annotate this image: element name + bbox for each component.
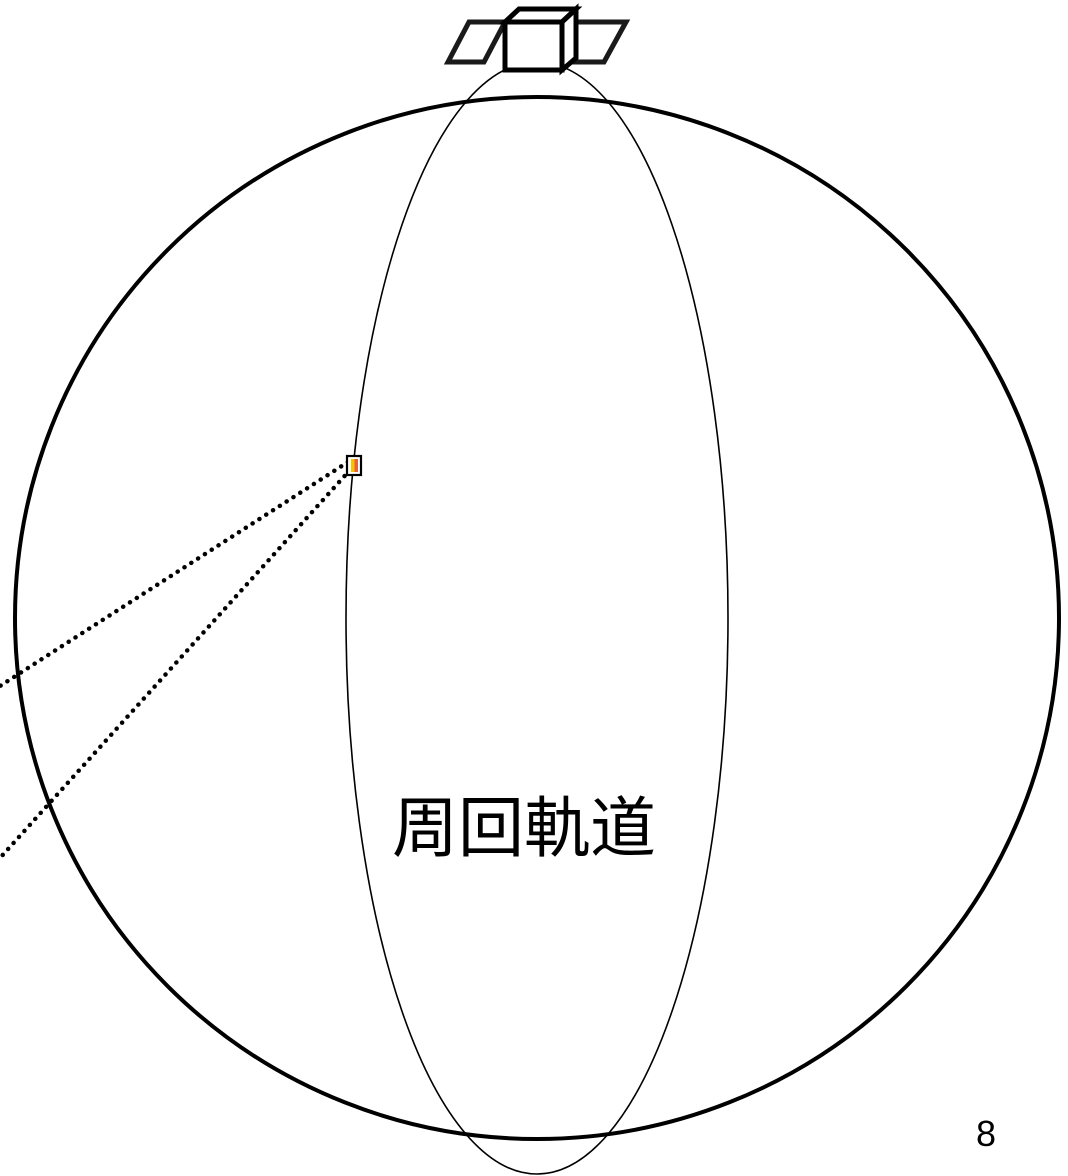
satellite-left-panel (448, 22, 505, 62)
satellite-icon (448, 9, 626, 70)
page-number: 8 (976, 1116, 996, 1152)
visibility-line-upper (0, 462, 348, 686)
polar-orbit-ellipse (346, 62, 728, 1174)
orbit-label: 周回軌道 (392, 796, 656, 862)
visibility-lines (0, 462, 350, 858)
earth-circle (15, 97, 1059, 1139)
visibility-line-lower (0, 470, 350, 858)
satellite-body-front (505, 22, 562, 70)
ground-station-icon (347, 456, 361, 475)
